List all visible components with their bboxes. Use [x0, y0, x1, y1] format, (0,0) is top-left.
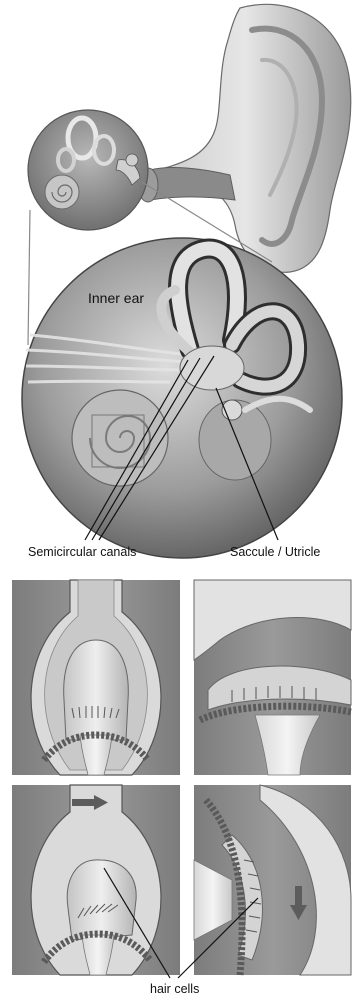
panel-canal-moving	[12, 785, 180, 975]
inner-ear-thumbnail	[28, 110, 148, 230]
label-hair-cells: hair cells	[150, 982, 199, 996]
panel-canal-rest	[12, 580, 180, 775]
inner-ear-magnified	[22, 238, 342, 558]
label-saccule-utricle: Saccule / Utricle	[230, 545, 320, 559]
panel-macula-rest	[194, 580, 351, 775]
label-semicircular-canals: Semicircular canals	[28, 545, 136, 559]
panel-macula-tilted	[194, 785, 351, 975]
outer-ear-illustration	[138, 4, 351, 272]
label-inner-ear: Inner ear	[88, 290, 144, 306]
